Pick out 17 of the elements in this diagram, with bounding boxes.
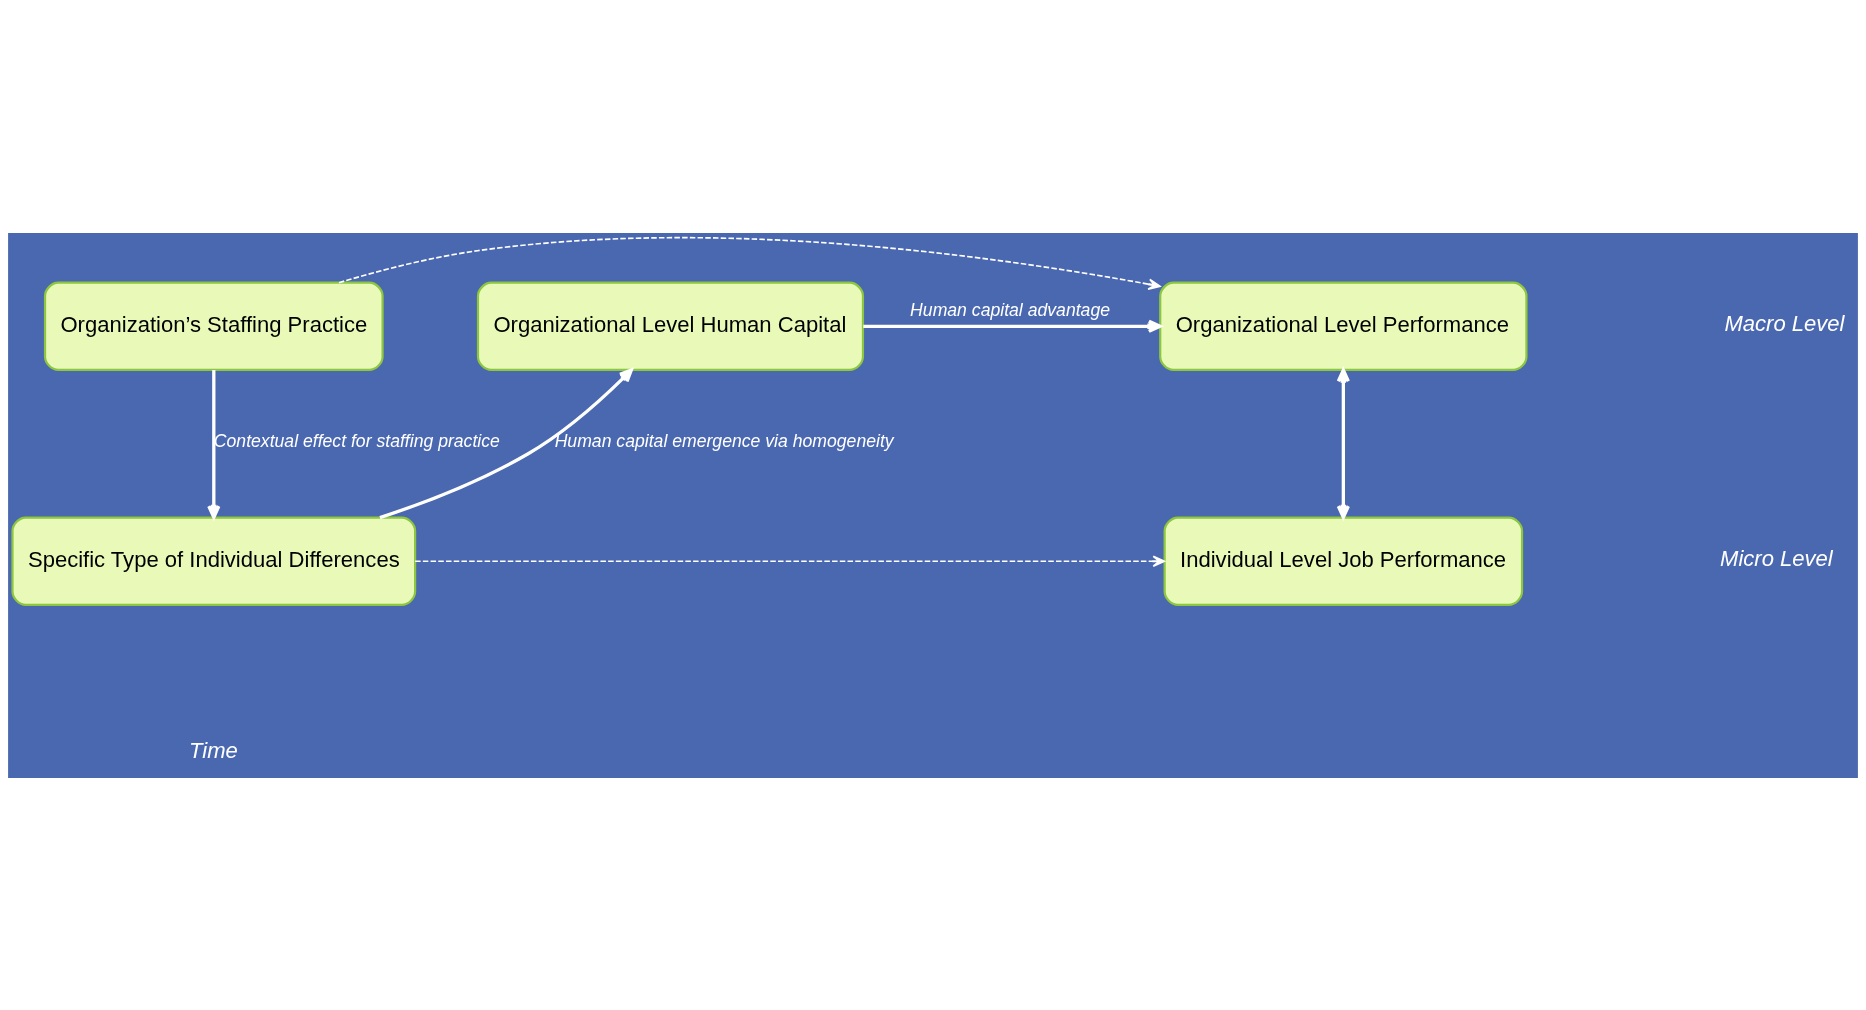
- node-box: Organization’s Staffing Practice: [43, 281, 384, 371]
- arrow: [338, 236, 1161, 290]
- arrow: [379, 367, 633, 519]
- arrow: [863, 319, 1162, 333]
- node-box: Organizational Level Human Capital: [476, 281, 865, 371]
- node-box: Specific Type of Individual Differences: [11, 516, 417, 606]
- label: Micro Level: [1720, 545, 1833, 571]
- edge-label: Human capital emergence via homogeneity: [554, 430, 894, 451]
- edge-label: Human capital advantage: [910, 299, 1110, 320]
- label: Macro Level: [1724, 310, 1845, 336]
- edge-label: Contextual effect for staffing practice: [213, 430, 500, 451]
- arrow: [1336, 367, 1350, 519]
- label: Time: [188, 737, 238, 763]
- node-box: Organizational Level Performance: [1159, 281, 1528, 371]
- arrow: [207, 369, 221, 519]
- node-box: Individual Level Job Performance: [1163, 516, 1524, 606]
- arrow: [414, 554, 1166, 567]
